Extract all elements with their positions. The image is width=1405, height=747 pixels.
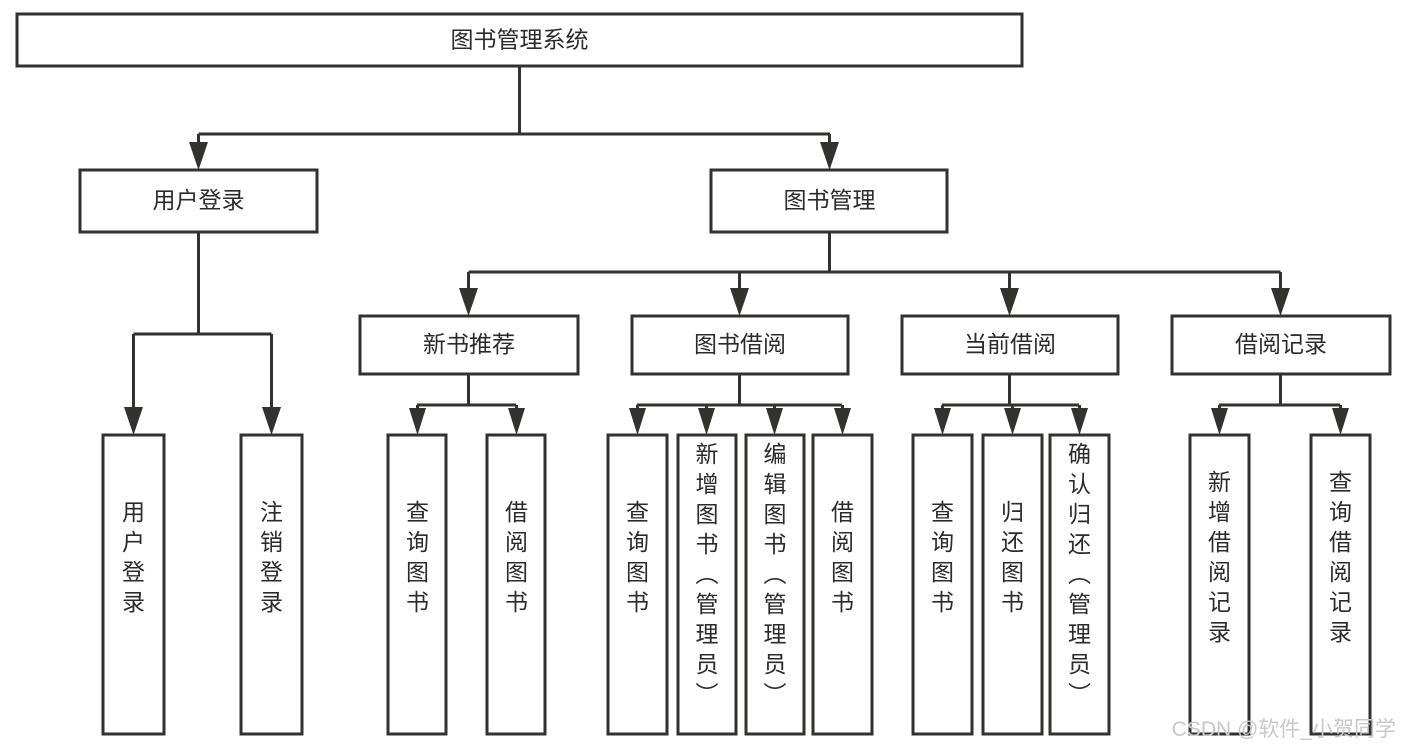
node-leaf-logout-label: 注销登录 [260,499,283,615]
arrow-head-leaf-add-book-admin [698,408,715,435]
node-leaf-query-book-3[interactable]: 查询图书 [911,433,974,736]
node-leaf-query-book-2-label: 查询图书 [626,499,649,615]
node-leaf-query-book-1-box[interactable] [386,433,448,736]
node-new-book-recommend[interactable]: 新书推荐 [358,314,580,376]
node-leaf-edit-book-admin-box[interactable] [744,433,806,736]
arrow-head-leaf-logout [262,407,281,435]
node-leaf-borrow-book-1-box[interactable] [485,433,547,736]
node-leaf-logout-box[interactable] [239,433,304,736]
node-leaf-query-book-3-label: 查询图书 [931,499,954,615]
node-leaf-add-book-admin-box[interactable] [676,433,738,736]
node-current-borrow-box[interactable] [900,314,1120,376]
csdn-watermark: CSDN @软件_小贺同学 [1172,718,1396,741]
node-leaf-user-login[interactable]: 用户登录 [101,433,166,736]
node-current-borrow-label: 当前借阅 [964,331,1056,357]
arrow-head-current-borrow [1000,288,1019,316]
node-leaf-add-borrow-record-box[interactable] [1188,433,1251,736]
node-user-login[interactable]: 用户登录 [78,168,319,234]
node-book-borrow[interactable]: 图书借阅 [630,314,850,376]
node-leaf-return-book-label: 归还图书 [1001,499,1024,615]
node-leaf-add-borrow-record-label: 新增借阅记录 [1208,469,1231,645]
node-leaf-return-book-box[interactable] [981,433,1044,736]
node-leaf-query-borrow-record-label: 查询借阅记录 [1329,469,1352,645]
arrow-head-leaf-query-book-2 [629,408,646,435]
node-root-box[interactable] [15,12,1024,68]
node-leaf-confirm-return-admin[interactable]: 确认归还︵管理员︶ [1048,433,1111,736]
arrow-head-leaf-add-borrow-record [1211,408,1228,435]
node-leaf-borrow-book-2[interactable]: 借阅图书 [811,433,874,736]
node-new-book-recommend-label: 新书推荐 [423,331,515,357]
node-borrow-record-label: 借阅记录 [1235,331,1327,357]
arrow-head-leaf-query-borrow-record [1332,408,1349,435]
node-leaf-add-book-admin[interactable]: 新增图书︵管理员︶ [676,433,738,736]
node-leaf-query-book-1-label: 查询图书 [406,499,429,615]
node-leaf-user-login-label: 用户登录 [122,499,145,615]
node-leaf-return-book[interactable]: 归还图书 [981,433,1044,736]
arrow-head-user-login [189,142,208,170]
node-leaf-add-book-admin-label: 新增图书︵管理员︶ [696,441,719,707]
node-leaf-borrow-book-2-label: 借阅图书 [831,499,854,615]
node-leaf-confirm-return-admin-box[interactable] [1048,433,1111,736]
node-borrow-record[interactable]: 借阅记录 [1170,314,1392,376]
node-book-manage-label: 图书管理 [784,187,876,213]
node-leaf-query-book-2[interactable]: 查询图书 [606,433,669,736]
node-leaf-user-login-box[interactable] [101,433,166,736]
node-leaf-query-borrow-record[interactable]: 查询借阅记录 [1309,433,1372,736]
arrow-head-leaf-edit-book-admin [766,408,783,435]
arrow-head-new-book-recommend [459,288,478,316]
node-root-label: 图书管理系统 [451,27,589,53]
node-leaf-edit-book-admin[interactable]: 编辑图书︵管理员︶ [744,433,806,736]
node-book-manage-box[interactable] [709,168,949,234]
arrow-head-leaf-user-login [124,407,143,435]
arrow-head-leaf-borrow-book-1 [508,408,525,435]
node-leaf-confirm-return-admin-label: 确认归还︵管理员︶ [1068,441,1091,707]
node-book-borrow-label: 图书借阅 [694,331,786,357]
arrow-head-leaf-return-book [1004,408,1021,435]
node-new-book-recommend-box[interactable] [358,314,580,376]
arrow-head-leaf-query-book-1 [409,408,426,435]
node-leaf-query-book-3-box[interactable] [911,433,974,736]
arrow-head-borrow-record [1271,288,1290,316]
node-borrow-record-box[interactable] [1170,314,1392,376]
arrow-head-leaf-confirm-return-admin [1071,408,1088,435]
arrow-head-leaf-query-book-3 [934,408,951,435]
node-user-login-label: 用户登录 [153,187,245,213]
node-current-borrow[interactable]: 当前借阅 [900,314,1120,376]
node-user-login-box[interactable] [78,168,319,234]
node-leaf-borrow-book-1[interactable]: 借阅图书 [485,433,547,736]
node-leaf-query-book-1[interactable]: 查询图书 [386,433,448,736]
node-leaf-borrow-book-2-box[interactable] [811,433,874,736]
node-leaf-edit-book-admin-label: 编辑图书︵管理员︶ [764,441,787,707]
node-book-manage[interactable]: 图书管理 [709,168,949,234]
arrow-head-book-manage [820,142,839,170]
connector-layer [124,66,1349,435]
arrow-head-book-borrow [730,288,749,316]
node-leaf-query-borrow-record-box[interactable] [1309,433,1372,736]
node-leaf-logout[interactable]: 注销登录 [239,433,304,736]
node-leaf-query-book-2-box[interactable] [606,433,669,736]
node-book-borrow-box[interactable] [630,314,850,376]
node-leaf-add-borrow-record[interactable]: 新增借阅记录 [1188,433,1251,736]
node-leaf-borrow-book-1-label: 借阅图书 [505,499,528,615]
node-root[interactable]: 图书管理系统 [15,12,1024,68]
arrow-head-leaf-borrow-book-2 [834,408,851,435]
